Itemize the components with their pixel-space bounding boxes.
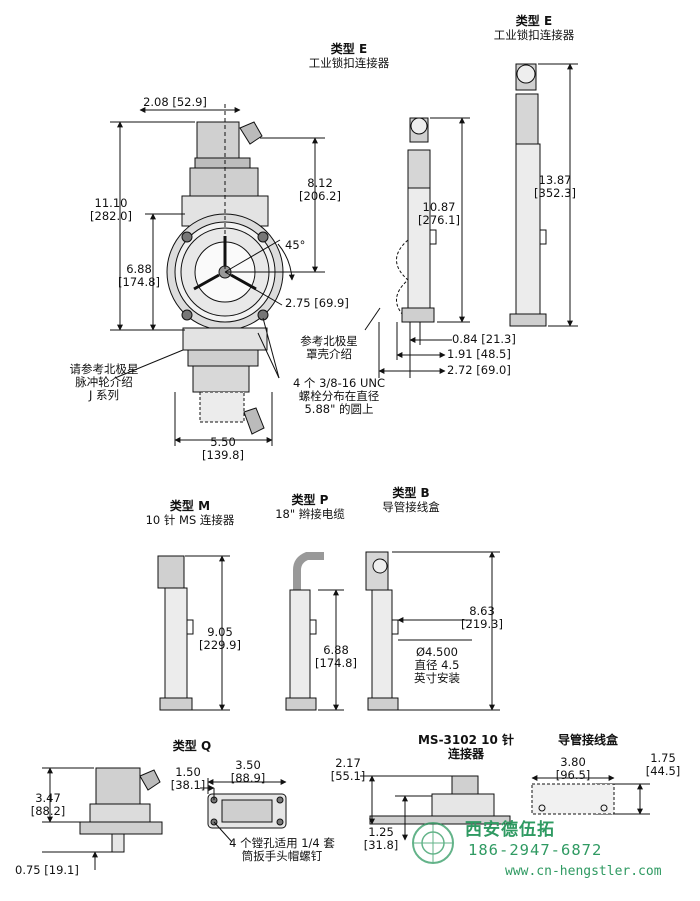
type-p-view xyxy=(285,552,324,711)
type-q-top-view xyxy=(207,793,287,829)
dim-1-91: 1.91 [48.5] xyxy=(447,347,511,361)
title-ms3102: MS-3102 10 针连接器 xyxy=(417,733,515,761)
type-q-view xyxy=(79,767,163,853)
dim-10-87: 10.87[276.1] xyxy=(418,200,460,227)
watermark-company: 西安德伍拓 xyxy=(465,820,555,840)
watermark-phone: 186-2947-6872 xyxy=(468,841,603,859)
dim-2-75: 2.75 [69.9] xyxy=(285,296,349,310)
watermark-logo xyxy=(412,822,454,864)
side-view-e2 xyxy=(509,63,547,327)
dim-2-08: 2.08 [52.9] xyxy=(143,95,207,109)
dim-9-05: 9.05[229.9] xyxy=(199,625,241,652)
type-m-view xyxy=(157,555,194,711)
ms3102-view xyxy=(369,775,511,825)
dim-3-50: 3.50[88.9] xyxy=(230,758,266,785)
note-ref-cover: 参考北极星罩壳介绍 xyxy=(300,334,358,361)
dim-2-17: 2.17[55.1] xyxy=(330,756,366,783)
type-b-view xyxy=(365,551,399,711)
dim-13-87: 13.87[352.3] xyxy=(534,173,576,200)
dim-5-50: 5.50[139.8] xyxy=(202,435,244,462)
dim-6-88-main: 6.88[174.8] xyxy=(118,262,160,289)
dim-1-50: 1.50[38.1] xyxy=(170,765,206,792)
dim-0-75: 0.75 [19.1] xyxy=(15,863,79,877)
dim-8-12: 8.12[206.2] xyxy=(299,176,341,203)
dim-45-deg: 45° xyxy=(285,238,306,252)
conduit-box-view xyxy=(531,783,615,815)
dim-1-25: 1.25[31.8] xyxy=(363,825,399,852)
title-type-q: 类型 Q xyxy=(172,739,212,753)
dim-1-75: 1.75[44.5] xyxy=(645,751,681,778)
dim-6-88-p: 6.88[174.8] xyxy=(315,643,357,670)
dim-11-10: 11.10[282.0] xyxy=(90,196,132,223)
dim-2-72: 2.72 [69.0] xyxy=(447,363,511,377)
dim-3-80: 3.80[96.5] xyxy=(555,755,591,782)
note-q-bores: 4 个镗孔适用 1/4 套筒扳手头帽螺钉 xyxy=(229,836,335,863)
side-view-e1 xyxy=(396,117,437,323)
dim-0-84: 0.84 [21.3] xyxy=(452,332,516,346)
dim-8-63: 8.63[219.3] xyxy=(461,604,503,631)
watermark-url: www.cn-hengstler.com xyxy=(505,864,662,879)
title-conduit-box: 导管接线盒 xyxy=(557,733,619,747)
dim-3-47: 3.47[88.2] xyxy=(30,791,66,818)
